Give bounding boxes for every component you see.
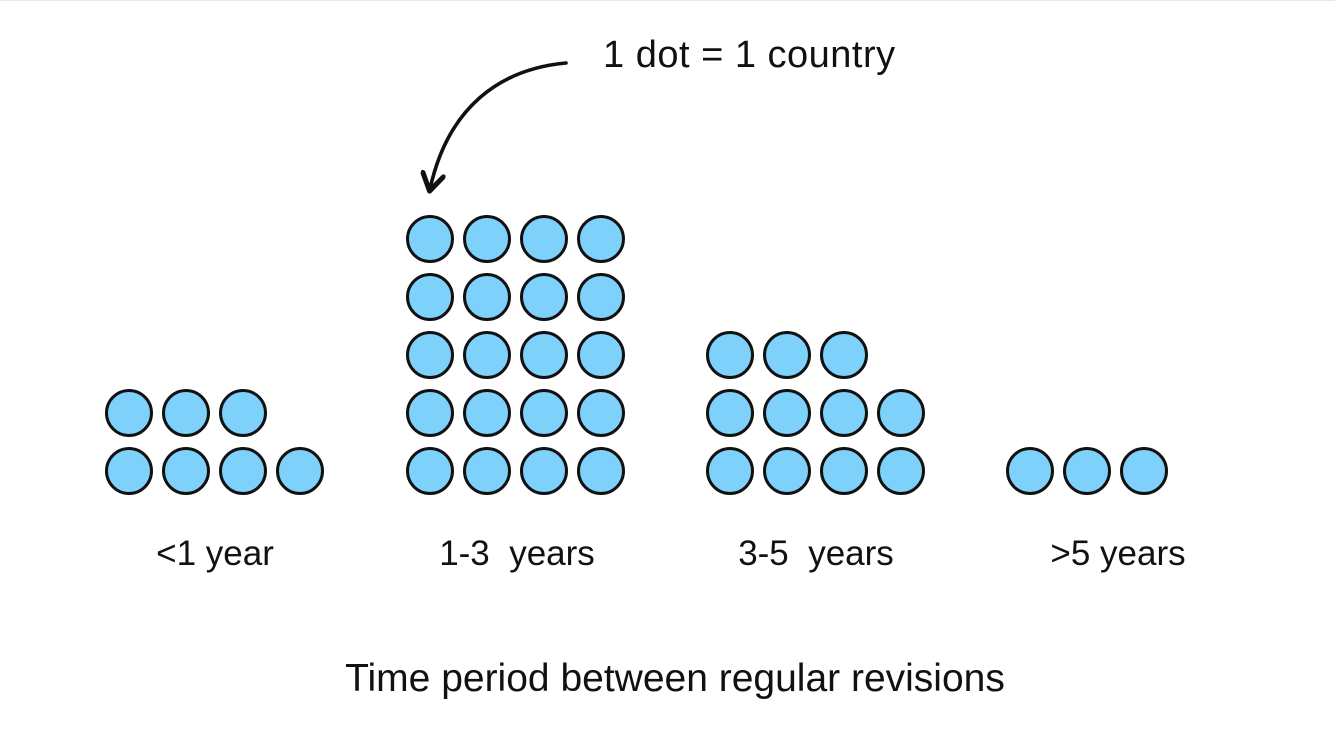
country-dot [520, 389, 568, 437]
country-dot [820, 331, 868, 379]
country-dot [406, 447, 454, 495]
dot-group-lt-1-year [105, 389, 324, 495]
country-dot [877, 389, 925, 437]
country-dot [820, 389, 868, 437]
country-dot [577, 273, 625, 321]
country-dot [463, 389, 511, 437]
dot-group-3-5-years [706, 331, 925, 495]
dot-row [105, 389, 267, 437]
legend-arrow-curve [430, 61, 568, 189]
country-dot [1063, 447, 1111, 495]
dot-row [406, 447, 625, 495]
country-dot [1120, 447, 1168, 495]
country-dot [577, 389, 625, 437]
country-dot [219, 389, 267, 437]
country-dot [162, 389, 210, 437]
country-dot [706, 389, 754, 437]
country-dot [763, 389, 811, 437]
chart-title: Time period between regular revisions [345, 657, 1005, 700]
country-dot [219, 447, 267, 495]
dot-group-gt-5-years [1006, 447, 1168, 495]
country-dot [877, 447, 925, 495]
country-dot [406, 215, 454, 263]
dot-group-1-3-years [406, 215, 625, 495]
country-dot [577, 215, 625, 263]
category-label-lt-1-year: <1 year [156, 534, 274, 573]
country-dot [520, 447, 568, 495]
country-dot [577, 447, 625, 495]
country-dot [105, 447, 153, 495]
country-dot [406, 389, 454, 437]
country-dot [276, 447, 324, 495]
country-dot [706, 447, 754, 495]
category-label-3-5-years: 3-5 years [738, 534, 894, 573]
country-dot [463, 331, 511, 379]
country-dot [520, 273, 568, 321]
country-dot [463, 273, 511, 321]
dot-row [1006, 447, 1168, 495]
country-dot [162, 447, 210, 495]
dot-row [406, 215, 625, 263]
country-dot [763, 447, 811, 495]
legend-note: 1 dot = 1 country [603, 34, 896, 76]
country-dot [463, 215, 511, 263]
country-dot [1006, 447, 1054, 495]
country-dot [520, 215, 568, 263]
dot-row [406, 331, 625, 379]
dot-row [105, 447, 324, 495]
country-dot [520, 331, 568, 379]
country-dot [463, 447, 511, 495]
category-label-1-3-years: 1-3 years [439, 534, 595, 573]
country-dot [406, 273, 454, 321]
country-dot [820, 447, 868, 495]
country-dot [105, 389, 153, 437]
dot-row [706, 331, 868, 379]
dot-row [406, 389, 625, 437]
country-dot [577, 331, 625, 379]
dot-row [706, 447, 925, 495]
category-label-gt-5-years: >5 years [1050, 534, 1186, 573]
country-dot [763, 331, 811, 379]
dot-row [706, 389, 925, 437]
country-dot [706, 331, 754, 379]
country-dot [406, 331, 454, 379]
dot-row [406, 273, 625, 321]
